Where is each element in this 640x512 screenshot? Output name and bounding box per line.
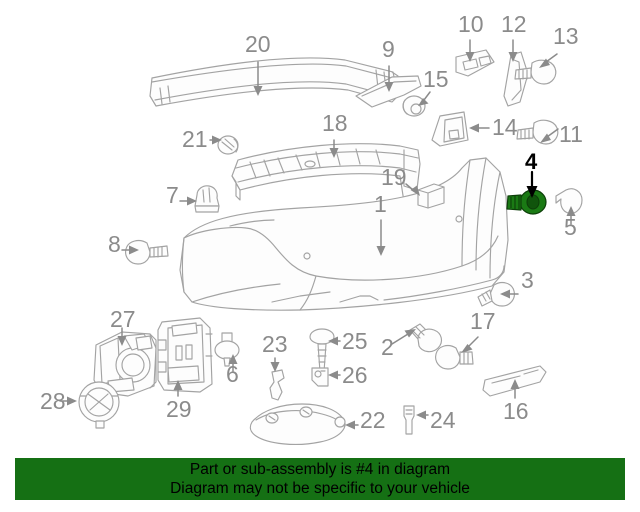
callout-label-13[interactable]: 13: [553, 23, 579, 49]
callout-label-29[interactable]: 29: [166, 396, 192, 422]
callout-label-21[interactable]: 21: [182, 126, 208, 152]
part-22-lower-valance: [249, 403, 346, 446]
part-24-clip: [403, 405, 415, 435]
part-25-bolt: [309, 328, 335, 373]
callout-label-19[interactable]: 19: [381, 164, 407, 190]
callout-label-8[interactable]: 8: [108, 231, 121, 257]
banner-line-2: Diagram may not be specific to your vehi…: [170, 480, 470, 497]
banner-line-1: Part or sub-assembly is #4 in diagram: [189, 461, 451, 478]
part-15-grommet: [402, 95, 426, 117]
callout-label-6[interactable]: 6: [226, 361, 239, 387]
callout-label-23[interactable]: 23: [262, 331, 288, 357]
callout-label-15[interactable]: 15: [423, 66, 449, 92]
callout-label-10[interactable]: 10: [458, 11, 484, 37]
callout-label-18[interactable]: 18: [322, 110, 348, 136]
part-26-clip: [311, 367, 329, 387]
part-2-bolt: [409, 323, 443, 353]
callout-label-14[interactable]: 14: [492, 114, 518, 140]
callout-label-9[interactable]: 9: [382, 36, 395, 62]
part-14-bracket: [431, 111, 469, 147]
part-11-bolt: [516, 119, 559, 145]
part-27-sensor-assembly: [93, 331, 157, 397]
part-7-clip: [194, 185, 220, 213]
part-9-seal: [355, 75, 422, 108]
part-23-clip: [269, 369, 285, 401]
part-13-bolt: [514, 59, 557, 85]
callout-label-20[interactable]: 20: [245, 31, 271, 57]
callout-label-25[interactable]: 25: [342, 328, 368, 354]
part-1-bumper-cover: [179, 157, 509, 311]
info-banner: Part or sub-assembly is #4 in diagram Di…: [15, 458, 625, 500]
part-19-clip: [417, 183, 445, 209]
part-20-reinforcement-bar: [149, 57, 399, 107]
callout-label-1[interactable]: 1: [374, 191, 387, 217]
part-5-retainer: [555, 188, 583, 214]
part-29-bracket: [157, 317, 213, 393]
callout-label-28[interactable]: 28: [40, 388, 66, 414]
part-21-clip: [217, 135, 239, 155]
part-8-bolt: [125, 240, 169, 265]
callout-label-5[interactable]: 5: [564, 214, 577, 240]
callout-label-12[interactable]: 12: [501, 11, 527, 37]
callout-label-4[interactable]: 4: [525, 149, 538, 174]
callout-label-16[interactable]: 16: [503, 398, 529, 424]
part-10-bracket: [455, 49, 495, 77]
part-4-park-assist-sensor-highlighted: [506, 189, 547, 215]
part-17-bolt: [435, 345, 474, 370]
callout-label-22[interactable]: 22: [360, 407, 386, 433]
callout-label-7[interactable]: 7: [166, 182, 179, 208]
callout-label-3[interactable]: 3: [521, 267, 534, 293]
callout-arrows: [59, 39, 576, 430]
callout-label-24[interactable]: 24: [430, 407, 456, 433]
callout-label-2[interactable]: 2: [381, 334, 394, 360]
callout-label-11[interactable]: 11: [559, 121, 583, 147]
callout-label-17[interactable]: 17: [470, 308, 496, 334]
part-18-energy-absorber: [231, 143, 421, 203]
part-28-retainer: [78, 381, 120, 429]
callout-label-27[interactable]: 27: [110, 306, 136, 332]
callout-label-26[interactable]: 26: [342, 362, 368, 388]
